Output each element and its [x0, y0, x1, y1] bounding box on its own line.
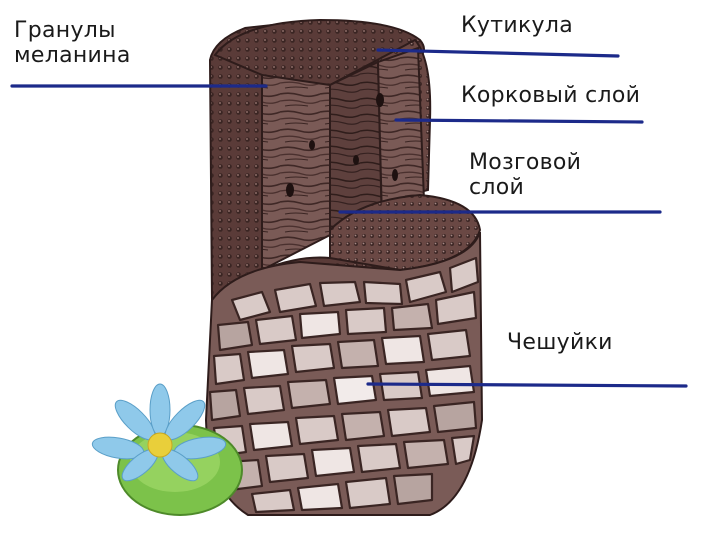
label-cuticle: Кутикула: [461, 13, 573, 38]
label-scales: Чешуйки: [507, 330, 613, 355]
label-melanin-granules: Гранулы меланина: [14, 18, 131, 68]
label-cortex: Корковый слой: [461, 83, 640, 108]
leader-line-cortex: [396, 120, 642, 122]
label-medulla: Мозговой слой: [469, 150, 581, 200]
leader-line-scales: [368, 384, 686, 386]
scales-region: [206, 232, 482, 515]
